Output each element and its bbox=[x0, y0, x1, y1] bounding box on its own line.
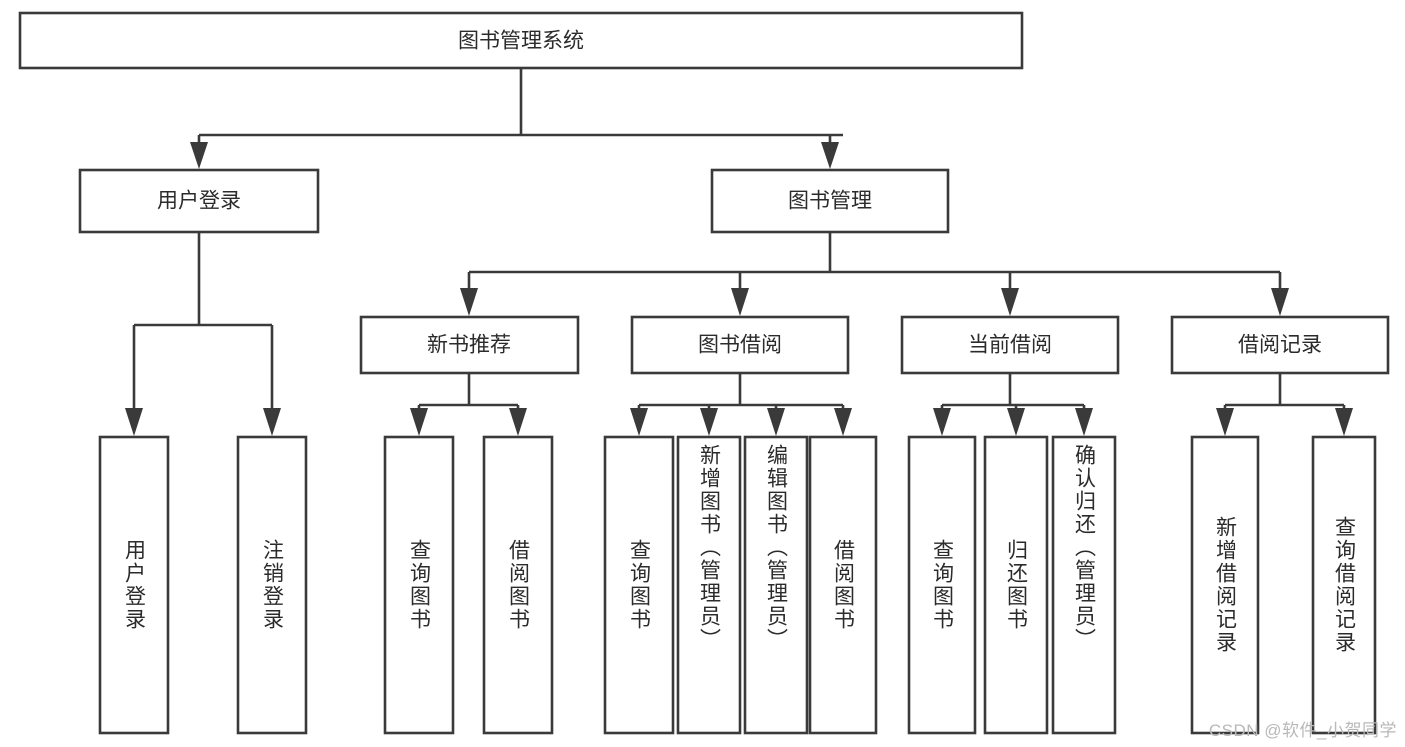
node-leaf-logout[interactable] bbox=[236, 435, 308, 735]
arrow-head-leaf-confirm-return bbox=[1075, 408, 1093, 436]
arrow-head-new-book bbox=[460, 288, 478, 316]
node-leaf-query-book-1[interactable] bbox=[383, 435, 455, 735]
arrow-head-borrow-record bbox=[1271, 288, 1289, 316]
node-root[interactable]: 图书管理系统 bbox=[18, 11, 1024, 70]
arrow-head-current-borrow bbox=[1001, 288, 1019, 316]
arrow-head-book-mgmt bbox=[821, 142, 839, 169]
connector-borrow-record-to-leaves bbox=[1216, 373, 1353, 436]
node-borrow-record-label: 借阅记录 bbox=[1238, 334, 1322, 357]
node-leaf-query-book-2[interactable] bbox=[603, 435, 675, 735]
node-book-management-label: 图书管理 bbox=[788, 190, 872, 213]
arrow-head-leaf-edit-book bbox=[767, 408, 785, 436]
node-leaf-edit-book[interactable] bbox=[743, 435, 809, 735]
watermark: CSDN @软件_小贺同学 bbox=[1208, 721, 1397, 740]
arrow-head-book-borrow bbox=[731, 288, 749, 316]
node-book-borrow-label: 图书借阅 bbox=[698, 334, 782, 357]
node-leaf-borrow-book-2[interactable] bbox=[808, 435, 878, 735]
arrow-head-leaf-user-login bbox=[125, 408, 143, 436]
connector-book-mgmt-to-level3 bbox=[460, 232, 1289, 316]
arrow-head-leaf-add-record bbox=[1216, 408, 1234, 436]
node-leaf-confirm-return[interactable] bbox=[1051, 435, 1117, 735]
node-user-login[interactable]: 用户登录 bbox=[78, 168, 320, 234]
connector-current-borrow-to-leaves bbox=[933, 373, 1093, 436]
node-leaf-query-book-3[interactable] bbox=[907, 435, 977, 735]
node-leaf-borrow-book-1[interactable] bbox=[482, 435, 554, 735]
connector-root-to-level2 bbox=[190, 68, 843, 169]
node-borrow-record[interactable]: 借阅记录 bbox=[1170, 315, 1390, 375]
node-leaf-user-login[interactable] bbox=[98, 435, 170, 735]
arrow-head-leaf-query-book-3 bbox=[933, 408, 951, 436]
arrow-head-leaf-return-book bbox=[1007, 408, 1025, 436]
node-current-borrow-label: 当前借阅 bbox=[968, 334, 1052, 357]
node-leaf-query-borrow-record[interactable] bbox=[1311, 435, 1377, 735]
node-new-book-recommend-label: 新书推荐 bbox=[427, 334, 511, 357]
arrow-head-leaf-add-book bbox=[700, 408, 718, 436]
connector-borrow-to-leaves bbox=[630, 373, 852, 436]
node-root-label: 图书管理系统 bbox=[458, 30, 584, 53]
node-book-management[interactable]: 图书管理 bbox=[710, 168, 950, 234]
arrow-head-leaf-logout bbox=[263, 408, 281, 436]
node-user-login-label: 用户登录 bbox=[157, 190, 241, 213]
connector-new-book-to-leaves bbox=[410, 373, 527, 436]
arrow-head-leaf-query-book-1 bbox=[410, 408, 428, 436]
arrow-head-user-login bbox=[190, 142, 208, 169]
node-leaf-return-book[interactable] bbox=[983, 435, 1049, 735]
node-current-borrow[interactable]: 当前借阅 bbox=[900, 315, 1120, 375]
node-leaf-add-borrow-record[interactable] bbox=[1190, 435, 1260, 735]
arrow-head-leaf-borrow-book-2 bbox=[834, 408, 852, 436]
connector-user-login-to-leaves bbox=[125, 232, 281, 436]
node-leaf-add-book[interactable] bbox=[676, 435, 742, 735]
arrow-head-leaf-query-book-2 bbox=[630, 408, 648, 436]
node-new-book-recommend[interactable]: 新书推荐 bbox=[359, 315, 580, 375]
node-book-borrow[interactable]: 图书借阅 bbox=[630, 315, 850, 375]
arrow-head-leaf-borrow-book-1 bbox=[509, 408, 527, 436]
arrow-head-leaf-query-record bbox=[1335, 408, 1353, 436]
